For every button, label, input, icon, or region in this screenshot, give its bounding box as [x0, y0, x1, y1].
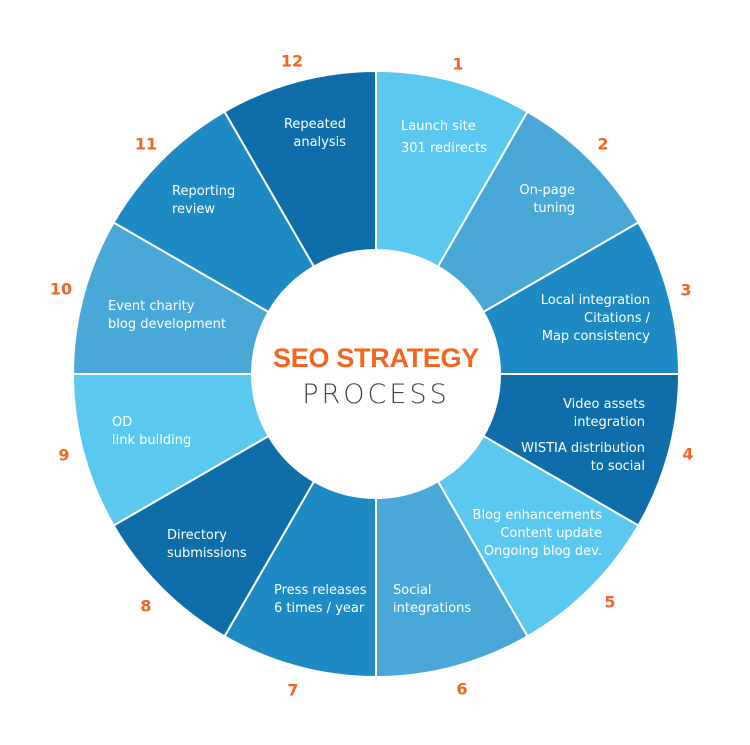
segment-6-line: Social: [393, 583, 432, 598]
step-number-3: 3: [680, 280, 692, 300]
step-number-11: 11: [134, 134, 158, 154]
segment-2-label: On-page tuning: [519, 182, 575, 218]
segment-4-line: to social: [590, 459, 645, 474]
segment-3-line: Citations /: [584, 311, 650, 326]
step-number-2: 2: [597, 134, 609, 154]
segment-9-line: OD: [112, 415, 133, 430]
step-number-10: 10: [49, 279, 73, 299]
segment-3-line: Local integration: [540, 293, 650, 308]
segment-10-label: Event charity blog development: [108, 298, 226, 334]
segment-12-line: analysis: [293, 135, 346, 150]
segment-1-line: 301 redirects: [401, 141, 487, 156]
segment-10-line: Event charity: [108, 299, 195, 314]
diagram-title: SEO STRATEGY: [273, 343, 479, 373]
segment-7-label: Press releases 6 times / year: [274, 582, 367, 618]
segment-2-line: On-page: [519, 183, 575, 198]
diagram-subtitle: PROCESS: [302, 379, 450, 410]
segment-4-line: Video assets: [563, 397, 645, 412]
segment-2-line: tuning: [533, 201, 575, 216]
segment-5-line: Blog enhancements: [472, 508, 602, 523]
step-number-7: 7: [287, 680, 299, 700]
segment-3-line: Map consistency: [541, 329, 650, 344]
center-circle: [253, 251, 499, 497]
segment-9-line: link building: [112, 433, 192, 448]
segment-10-line: blog development: [108, 317, 226, 332]
segment-4-label: Video assets integration WISTIA distribu…: [521, 396, 645, 476]
segment-12-line: Repeated: [283, 117, 346, 132]
segment-11-label: Reporting review: [172, 183, 235, 219]
step-number-8: 8: [140, 596, 152, 616]
segment-12: [223, 69, 377, 268]
segment-7-line: Press releases: [274, 583, 367, 598]
segment-7-line: 6 times / year: [274, 601, 365, 616]
segment-12-label: Repeated analysis: [284, 116, 346, 152]
segment-1-label: Launch site 301 redirects: [401, 116, 487, 160]
segment-11-line: Reporting: [172, 184, 236, 199]
segment-6-line: integrations: [393, 601, 472, 616]
step-number-9: 9: [58, 445, 70, 465]
segment-5-line: Ongoing blog dev.: [483, 544, 602, 559]
step-number-12: 12: [280, 51, 304, 71]
step-number-4: 4: [682, 444, 694, 464]
segment-8-label: Directory submissions: [167, 527, 247, 563]
segment-4-line: integration: [573, 415, 645, 430]
segment-8-line: Directory: [167, 528, 227, 543]
step-number-1: 1: [452, 54, 464, 74]
segment-6-label: Social integrations: [393, 582, 471, 618]
segment-1-line: Launch site: [401, 119, 476, 134]
segment-9-label: OD link building: [112, 414, 191, 450]
segment-4-line: WISTIA distribution: [521, 441, 645, 456]
segment-5-label: Blog enhancements Content update Ongoing…: [473, 507, 602, 561]
step-number-6: 6: [456, 679, 468, 699]
segment-5-line: Content update: [500, 526, 602, 541]
segment-3-label: Local integration Citations / Map consis…: [541, 292, 650, 346]
segment-11-line: review: [172, 202, 215, 217]
segment-8-line: submissions: [167, 546, 247, 561]
step-number-5: 5: [604, 592, 616, 612]
